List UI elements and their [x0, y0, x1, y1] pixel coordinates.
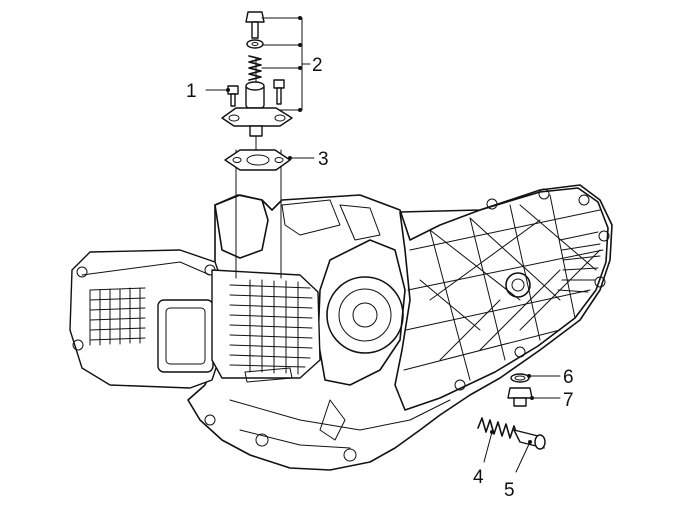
callout-6-7-leaders [527, 374, 561, 400]
drain-plug [507, 387, 533, 407]
tensioner-screw [245, 11, 265, 39]
callout-3: 3 [318, 149, 329, 170]
tensioner-body [221, 79, 293, 137]
idler-spring [477, 417, 519, 439]
callout-6: 6 [563, 367, 574, 388]
callout-2: 2 [312, 55, 323, 76]
tensioner-gasket [224, 149, 291, 171]
callout-4-5-leaders [483, 430, 532, 473]
idler-sleeve [513, 429, 546, 450]
engine-crankcase [187, 184, 613, 471]
callout-4: 4 [473, 467, 484, 488]
cylinder-head [69, 249, 321, 389]
callout-5: 5 [504, 480, 515, 501]
callout-2-bracket [261, 16, 311, 112]
drain-o-ring [510, 373, 530, 383]
callout-1-leader [205, 88, 230, 92]
callout-3-leader [288, 156, 315, 160]
tensioner-washer [246, 39, 264, 49]
callout-1: 1 [186, 81, 197, 102]
callout-7: 7 [563, 390, 574, 411]
tensioner-spring [248, 55, 262, 81]
